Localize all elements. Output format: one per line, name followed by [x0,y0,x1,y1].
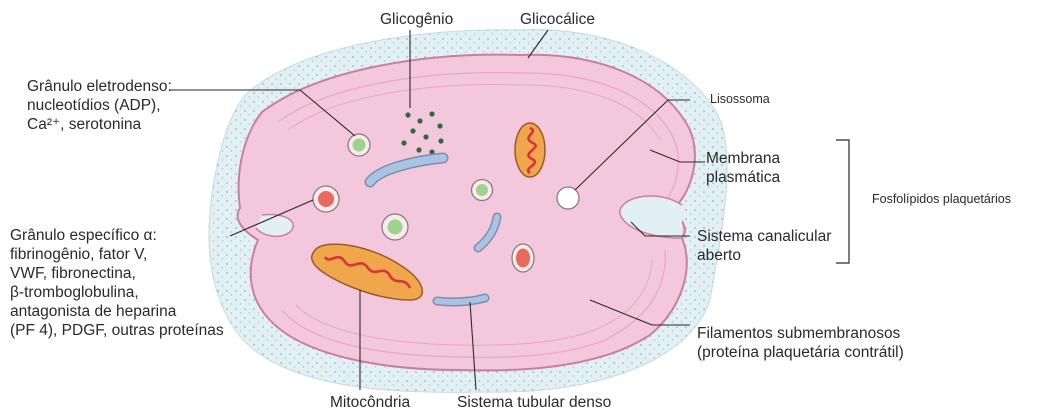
label-lisossoma: Lisossoma [710,92,770,107]
dense-granule [382,214,408,240]
label-granulo-eletrodenso: Grânulo eletrodenso: nucleotídios (ADP),… [27,77,172,134]
label-glicocalice: Glicocálice [520,10,595,29]
label-membrana-line: plasmática [706,168,780,187]
label-mitocondria: Mitocôndria [330,393,410,412]
label-granulo-especifico-line: Grânulo específico α: [10,226,224,245]
label-membrana-line: Membrana [706,149,780,168]
lysosome [557,187,579,209]
label-granulo-eletrodenso-line: Ca²⁺, serotonina [27,115,172,134]
label-canalicular-line: Sistema canalicular [697,227,831,246]
label-granulo-eletrodenso-line: Grânulo eletrodenso: [27,77,172,96]
alpha-granule [313,186,339,212]
dense-granule [348,134,370,156]
label-granulo-especifico-line: VWF, fibronectina, [10,264,224,283]
label-filamentos-line: (proteína plaquetária contrátil) [697,343,904,362]
label-granulo-especifico-line: antagonista de heparina [10,302,224,321]
phospholipid-bracket [836,140,849,263]
label-filamentos: Filamentos submembranosos (proteína plaq… [697,324,904,362]
canalicular-invagination [256,214,293,236]
mitochondrion-small [515,123,545,177]
label-filamentos-line: Filamentos submembranosos [697,324,904,343]
label-canalicular-line: aberto [697,246,831,265]
label-sistema-canalicular: Sistema canalicular aberto [697,227,831,265]
label-granulo-especifico-line: fibrinogênio, fator V, [10,245,224,264]
label-sistema-tubular: Sistema tubular denso [457,393,611,412]
dense-granule [472,180,493,201]
label-granulo-eletrodenso-line: nucleotídios (ADP), [27,96,172,115]
label-membrana-plasmatica: Membrana plasmática [706,149,780,187]
label-glicogenio: Glicogênio [380,10,453,29]
label-granulo-especifico-line: β-tromboglobulina, [10,283,224,302]
label-granulo-especifico: Grânulo específico α: fibrinogênio, fato… [10,226,224,340]
label-granulo-especifico-line: (PF 4), PDGF, outras proteínas [10,321,224,340]
label-fosfolipidos: Fosfolípidos plaquetários [872,192,1011,207]
alpha-granule [512,244,534,272]
